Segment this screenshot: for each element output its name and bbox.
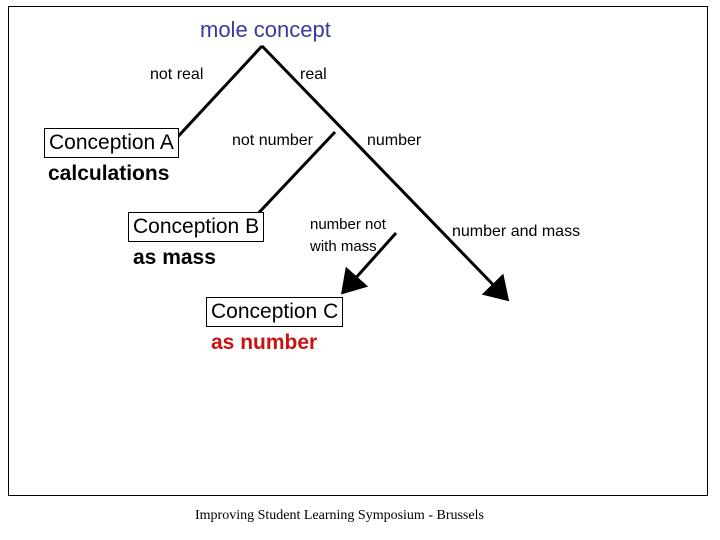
branch-numbernot-left xyxy=(340,231,398,295)
label-number: number xyxy=(367,132,422,149)
label-number-not-line2: with mass xyxy=(310,238,377,255)
label-not-number: not number xyxy=(232,132,313,149)
conception-b-description: as mass xyxy=(133,246,216,269)
slide-frame xyxy=(8,6,708,496)
conception-b-box: Conception B xyxy=(128,212,265,242)
branch-root-left xyxy=(170,44,264,145)
conception-a-box: Conception A xyxy=(44,128,179,158)
footer-text: Improving Student Learning Symposium - B… xyxy=(195,508,484,523)
conception-c-box: Conception C xyxy=(206,297,344,327)
label-not-real: not real xyxy=(150,66,204,83)
diagram-title: mole concept xyxy=(200,17,331,42)
label-number-not-line1: number not xyxy=(310,216,386,233)
branch-notnumber-left xyxy=(248,130,337,224)
conception-a-description: calculations xyxy=(48,162,170,185)
branch-root-right xyxy=(260,44,510,302)
label-number-and-mass: number and mass xyxy=(452,223,581,240)
label-real: real xyxy=(300,66,327,83)
conception-c-description: as number xyxy=(211,331,318,354)
